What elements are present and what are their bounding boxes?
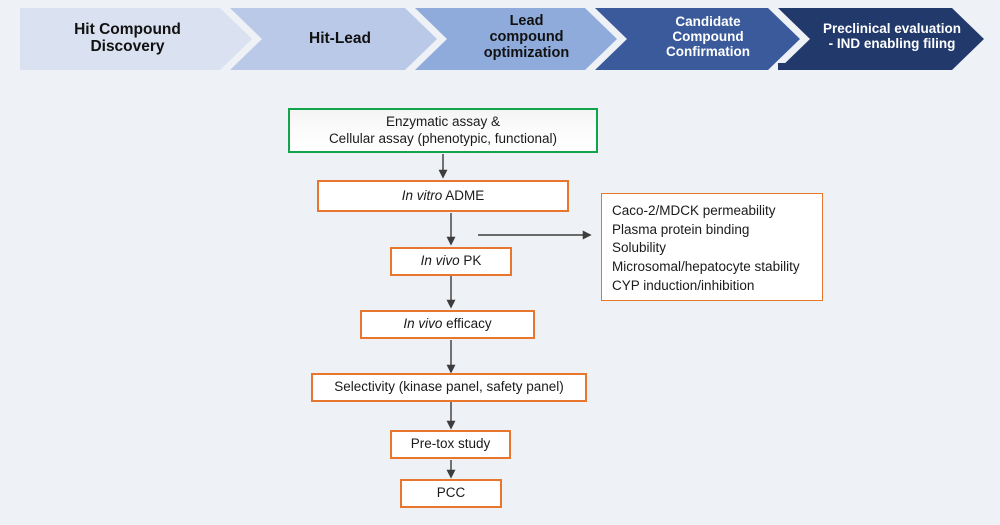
step-efficacy-italic: In vivo <box>403 316 443 332</box>
step-pk-rest: PK <box>459 253 482 269</box>
step-selectivity[interactable]: Selectivity (kinase panel, safety panel) <box>311 373 587 402</box>
stage-shape-5-foot <box>778 63 925 70</box>
stage-shape-1[interactable] <box>20 8 252 70</box>
step-efficacy-rest: efficacy <box>442 316 492 332</box>
step-in-vitro-adme[interactable]: In vitro ADME <box>317 180 569 212</box>
assay-box-line-2: Cellular assay (phenotypic, functional) <box>328 130 558 146</box>
assay-box-line-1: Enzymatic assay & <box>385 113 501 129</box>
adme-detail-item: Solubility <box>612 240 667 256</box>
step-in-vivo-efficacy[interactable]: In vivo efficacy <box>360 310 535 339</box>
stage-shape-3[interactable] <box>415 8 617 70</box>
adme-detail-item: Plasma protein binding <box>612 221 750 237</box>
step-selectivity-label: Selectivity (kinase panel, safety panel) <box>334 379 564 395</box>
step-pcc[interactable]: PCC <box>400 479 502 508</box>
stage-banner: Hit Compound Discovery Hit-Lead Lead com… <box>20 8 985 70</box>
stage-banner-shapes <box>20 8 984 70</box>
adme-detail-item: Microsomal/hepatocyte stability <box>612 258 800 274</box>
step-in-vivo-pk[interactable]: In vivo PK <box>390 247 512 276</box>
step-pretox-label: Pre-tox study <box>410 436 491 452</box>
step-adme-italic: In vitro <box>401 187 443 203</box>
step-pre-tox-study[interactable]: Pre-tox study <box>390 430 511 459</box>
adme-detail-item: Caco-2/MDCK permeability <box>612 203 776 218</box>
step-pcc-label: PCC <box>436 485 466 501</box>
stage-shape-5[interactable] <box>778 8 984 70</box>
adme-detail-item: CYP induction/inhibition <box>612 277 755 293</box>
assay-box[interactable]: Enzymatic assay & Cellular assay (phenot… <box>288 108 598 153</box>
stage-shape-2[interactable] <box>230 8 437 70</box>
step-pk-italic: In vivo <box>420 253 460 269</box>
adme-details-box[interactable]: Caco-2/MDCK permeability Plasma protein … <box>601 193 823 301</box>
stage-shape-4[interactable] <box>595 8 800 70</box>
step-adme-rest: ADME <box>442 187 485 203</box>
